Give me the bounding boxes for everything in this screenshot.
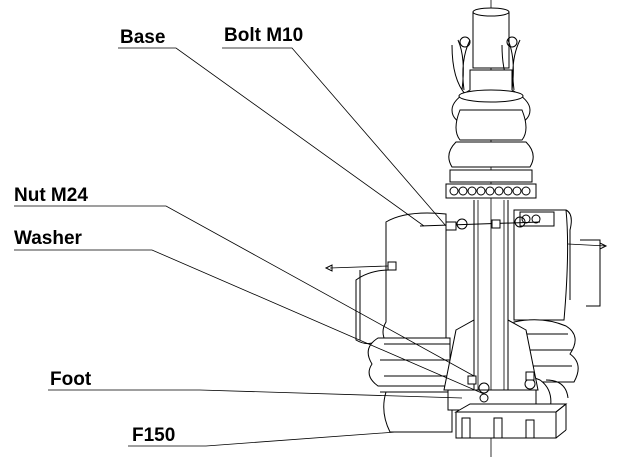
label-f150: F150	[132, 425, 176, 446]
leader-lines	[14, 47, 485, 447]
label-washer: Washer	[14, 228, 82, 249]
bolt-hardware	[419, 216, 541, 231]
leader-washer	[14, 249, 485, 395]
lamp-top-ornament	[445, 7, 537, 199]
label-foot: Foot	[50, 369, 92, 390]
bead-ring	[449, 186, 531, 196]
leader-nut	[14, 205, 475, 377]
label-base: Base	[120, 27, 166, 48]
leader-flange	[128, 431, 397, 447]
leader-bolt	[222, 47, 447, 227]
label-nut-m24: Nut M24	[14, 185, 88, 206]
base-left-half	[324, 212, 454, 433]
leader-base	[118, 47, 425, 227]
leader-foot	[48, 389, 463, 399]
label-bolt-m10: Bolt M10	[224, 25, 304, 46]
foot-flange	[443, 319, 568, 439]
